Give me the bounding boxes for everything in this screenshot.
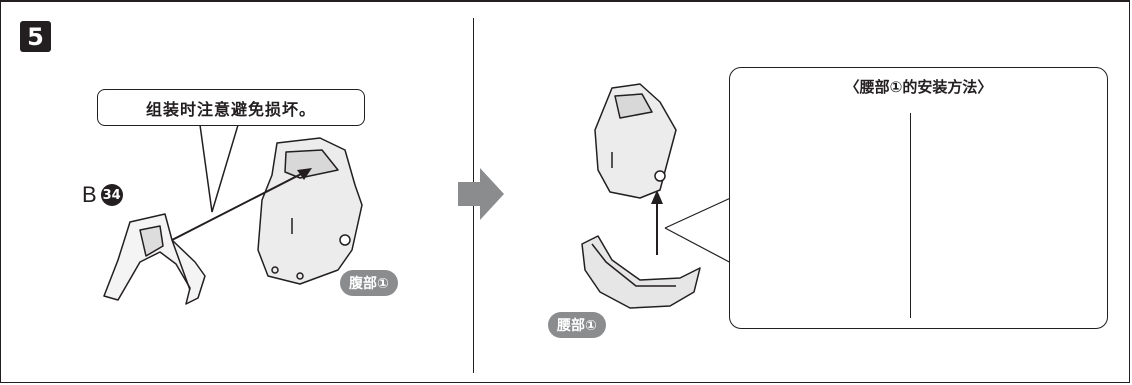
part-letter: B <box>82 182 97 207</box>
detail-box: 〈腰部①的安装方法〉 <box>729 67 1108 329</box>
part-abdomen-right <box>594 83 677 199</box>
caution-text: 组装时注意避免损坏。 <box>145 99 316 119</box>
step-number-badge: 5 <box>20 21 51 52</box>
detail-title: 〈腰部①的安装方法〉 <box>844 78 993 96</box>
step-arrow <box>458 168 504 220</box>
part-label-b34: B 34 <box>82 182 123 208</box>
part-waist <box>581 235 701 309</box>
part-number-circle: 34 <box>100 184 123 206</box>
tag-waist: 腰部① <box>548 312 606 338</box>
part-b34 <box>103 213 206 305</box>
detail-pointer <box>664 195 736 266</box>
callout-pointer <box>199 123 240 213</box>
part-abdomen <box>257 137 363 285</box>
detail-divider <box>910 113 911 318</box>
insertion-arrow-up <box>651 190 663 255</box>
insertion-arrow-left <box>171 168 312 241</box>
tag-abdomen: 腹部① <box>340 270 398 296</box>
caution-callout: 组装时注意避免损坏。 <box>97 89 365 126</box>
